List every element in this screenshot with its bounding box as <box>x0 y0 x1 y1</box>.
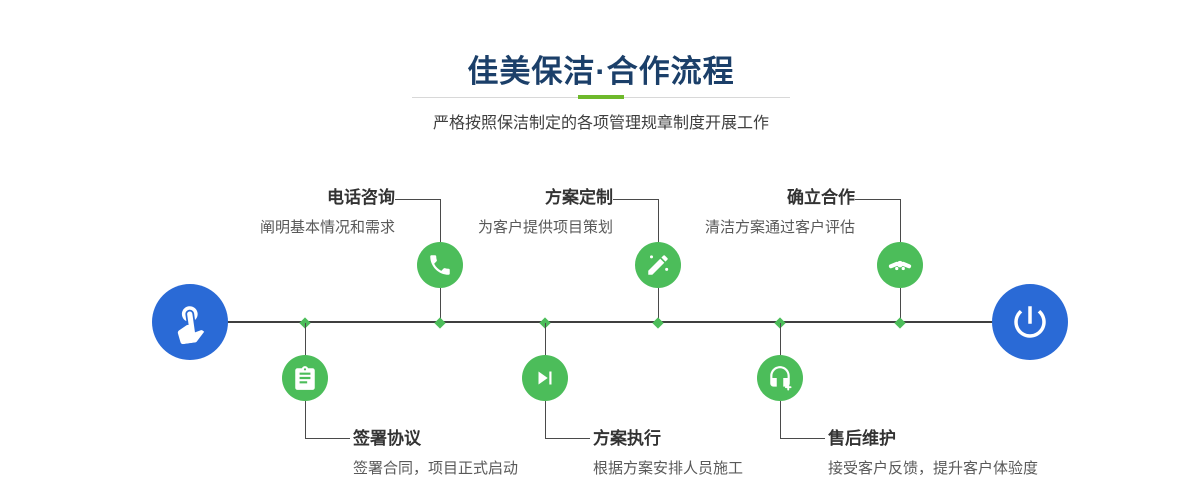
connector-line <box>305 323 306 355</box>
step-title: 方案执行 <box>593 429 661 448</box>
connector-line <box>780 438 825 439</box>
connector-line <box>305 438 350 439</box>
step-node <box>635 242 681 288</box>
step-title: 签署协议 <box>353 429 421 448</box>
step-node <box>417 242 463 288</box>
step-label: 电话咨询 阐明基本情况和需求 <box>260 186 395 237</box>
phone-icon <box>430 255 450 275</box>
connector-line <box>545 438 590 439</box>
timeline-diamond <box>539 317 551 329</box>
connector-line <box>855 199 900 200</box>
handshake-icon <box>888 260 912 271</box>
step-desc: 为客户提供项目策划 <box>477 219 613 236</box>
step-title: 方案定制 <box>545 188 613 207</box>
step-title: 电话咨询 <box>327 188 395 207</box>
timeline-end-node <box>992 284 1068 360</box>
connector-line <box>900 288 901 321</box>
hand-pointer-icon <box>177 306 205 345</box>
timeline-diamond <box>434 317 446 329</box>
step-desc: 阐明基本情况和需求 <box>259 219 395 236</box>
step-node <box>757 355 803 401</box>
connector-line <box>305 401 306 438</box>
page-title: 佳美保洁·合作流程 <box>467 54 735 89</box>
headset-icon <box>770 366 792 391</box>
step-node <box>282 355 328 401</box>
step-desc: 接受客户反馈，提升客户体验度 <box>828 460 1039 477</box>
step-label: 售后维护 接受客户反馈，提升客户体验度 <box>828 427 1038 478</box>
timeline-line <box>190 321 1030 323</box>
step-label: 方案定制 为客户提供项目策划 <box>478 186 613 237</box>
connector-line <box>658 288 659 321</box>
timeline-start-node <box>152 284 228 360</box>
title-divider-accent <box>578 95 624 99</box>
step-node <box>522 355 568 401</box>
connector-line <box>780 323 781 355</box>
connector-line <box>900 199 901 242</box>
step-title: 确立合作 <box>787 188 855 207</box>
connector-line <box>658 199 659 242</box>
connector-line <box>440 288 441 321</box>
timeline-diamond <box>299 317 311 329</box>
timeline-diamond <box>894 317 906 329</box>
power-icon <box>1014 306 1046 338</box>
timeline-diamond <box>652 317 664 329</box>
page-subtitle: 严格按照保洁制定的各项管理规章制度开展工作 <box>432 115 769 132</box>
connector-line <box>545 323 546 355</box>
step-node <box>877 242 923 288</box>
step-desc: 根据方案安排人员施工 <box>593 460 744 477</box>
step-desc: 清洁方案通过客户评估 <box>704 219 855 236</box>
step-label: 签署协议 签署合同，项目正式启动 <box>353 427 518 478</box>
design-pencil-icon <box>648 255 669 275</box>
step-desc: 签署合同，项目正式启动 <box>353 460 519 477</box>
connector-line <box>545 401 546 438</box>
contract-icon <box>295 366 315 390</box>
step-title: 售后维护 <box>828 429 896 448</box>
step-label: 方案执行 根据方案安排人员施工 <box>593 427 743 478</box>
timeline-diamond <box>774 317 786 329</box>
connector-line <box>440 199 441 242</box>
play-forward-icon <box>538 371 552 385</box>
connector-line <box>780 401 781 438</box>
connector-line <box>395 199 440 200</box>
connector-line <box>613 199 658 200</box>
step-label: 确立合作 清洁方案通过客户评估 <box>705 186 855 237</box>
